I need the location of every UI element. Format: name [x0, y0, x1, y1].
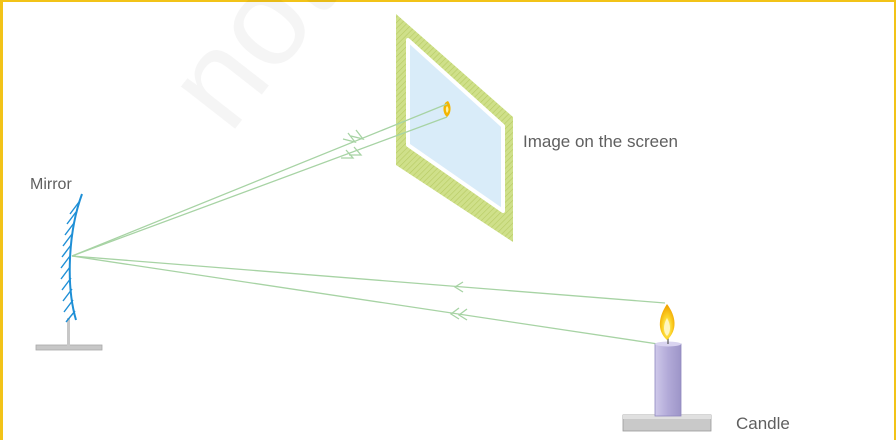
candle: [622, 304, 712, 432]
image-on-screen-label: Image on the screen: [523, 132, 678, 151]
flame-core: [664, 318, 670, 336]
screen-glass: [406, 38, 505, 213]
candle-label: Candle: [736, 414, 790, 433]
mirror-stand: [67, 318, 70, 346]
concave-mirror: [35, 193, 103, 351]
arrow-reflected-lower-2: [349, 146, 363, 156]
arrow-reflected-upper-2: [350, 129, 365, 141]
mirror-surface: [68, 193, 83, 321]
arrow-reflected-lower-1: [341, 149, 355, 159]
light-rays: [71, 103, 666, 345]
incident-ray-upper: [71, 255, 666, 304]
arrow-incident-lower-2: [457, 308, 468, 321]
incident-ray-lower: [71, 255, 659, 345]
candle-body: [654, 343, 682, 417]
mirror-label: Mirror: [30, 176, 72, 193]
arrow-incident-upper: [453, 281, 464, 293]
screen-image-flame-core: [445, 106, 449, 113]
arrow-reflected-upper-1: [342, 132, 357, 144]
candle-base-top: [623, 415, 711, 419]
screen: [396, 14, 513, 242]
mirror-hatching: [60, 201, 80, 323]
reflected-ray-upper: [71, 103, 448, 257]
arrow-incident-lower-1: [449, 307, 460, 320]
reflected-ray-lower: [71, 116, 448, 257]
